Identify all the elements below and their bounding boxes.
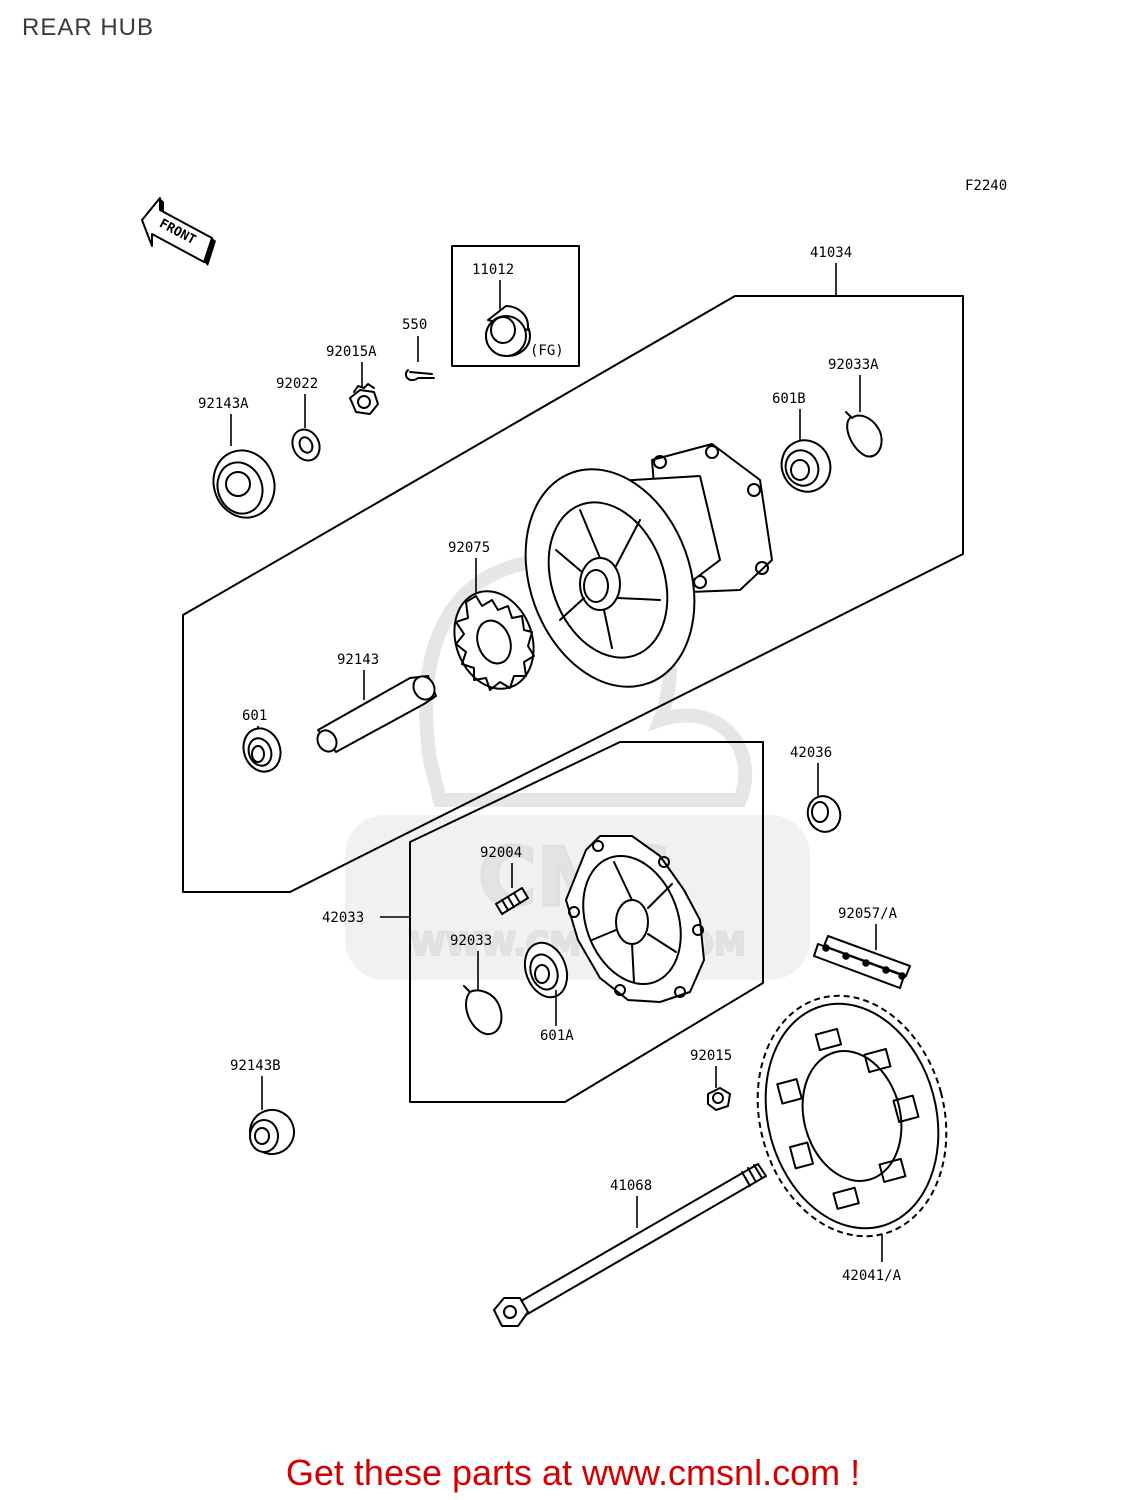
- label-92015: 92015: [690, 1048, 732, 1064]
- label-42036: 42036: [790, 745, 832, 761]
- washer-92022: [291, 428, 321, 462]
- hub-assembly-outline: [182, 295, 964, 893]
- fg-note: (FG): [530, 343, 564, 359]
- label-11012: 11012: [472, 262, 514, 278]
- label-92143: 92143: [337, 652, 379, 668]
- collar-42036: [806, 795, 842, 833]
- rear-sprocket-42041A: [756, 994, 948, 1238]
- nut-92015: [707, 1087, 731, 1111]
- label-92033A: 92033A: [828, 357, 879, 373]
- label-601B: 601B: [772, 391, 806, 407]
- label-92033: 92033: [450, 933, 492, 949]
- coupling-assembly-outline: [409, 741, 764, 1103]
- drive-chain-92057A: [813, 935, 911, 989]
- axle-41068: [493, 1163, 767, 1327]
- label-42033: 42033: [322, 910, 364, 926]
- damper-92075: [453, 590, 535, 691]
- circlip-92033A: [845, 411, 883, 458]
- bushing-11012: [485, 305, 531, 357]
- castle-nut-92015A: [349, 383, 379, 415]
- collar-92143B: [249, 1109, 295, 1155]
- label-92015A: 92015A: [326, 344, 377, 360]
- page-title: REAR HUB: [22, 14, 155, 41]
- sprocket-coupling: [565, 835, 705, 1003]
- cotter-pin-550: [404, 369, 435, 382]
- label-550: 550: [402, 317, 427, 333]
- label-92143B: 92143B: [230, 1058, 281, 1074]
- bearing-601A: [523, 941, 569, 999]
- label-41068: 41068: [610, 1178, 652, 1194]
- label-41034: 41034: [810, 245, 852, 261]
- front-arrow-icon: FRONT: [141, 197, 216, 266]
- spacer-92143: [316, 675, 437, 753]
- label-601: 601: [242, 708, 267, 724]
- label-601A: 601A: [540, 1028, 574, 1044]
- collar-92143A: [212, 449, 276, 519]
- label-42041A: 42041/A: [842, 1268, 902, 1284]
- rear-wheel-hub: [524, 443, 773, 688]
- circlip-92033: [463, 985, 503, 1036]
- bearing-601B: [780, 439, 832, 493]
- stud-92004: [495, 887, 529, 915]
- label-92057A: 92057/A: [838, 906, 898, 922]
- label-92022: 92022: [276, 376, 318, 392]
- label-92004: 92004: [480, 845, 522, 861]
- fg-inset-box: [451, 245, 580, 367]
- label-92143A: 92143A: [198, 396, 249, 412]
- footer-cta[interactable]: Get these parts at www.cmsnl.com !: [285, 1452, 861, 1493]
- bearing-601: [242, 727, 282, 773]
- label-92075: 92075: [448, 540, 490, 556]
- figure-code: F2240: [965, 178, 1007, 194]
